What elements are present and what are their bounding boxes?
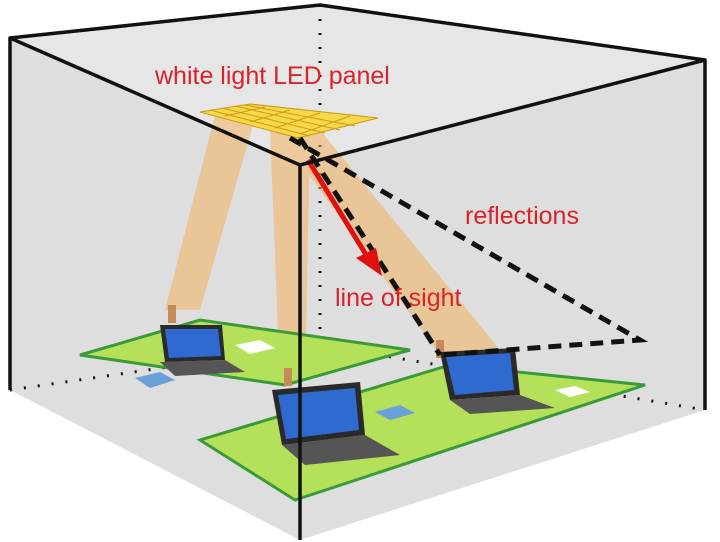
line-of-sight-arrow	[305, 158, 382, 276]
led-panel	[199, 103, 379, 139]
room-top-face	[10, 5, 705, 165]
laptop-left	[160, 325, 245, 376]
receiver-mid	[284, 368, 292, 386]
label-led-panel: white light LED panel	[154, 62, 390, 90]
papers	[135, 340, 590, 420]
label-reflections: reflections	[465, 202, 579, 230]
reflection-paths	[288, 135, 649, 358]
receiver-left	[168, 305, 176, 323]
receiver-right	[436, 340, 444, 358]
laptop-right	[440, 348, 555, 414]
label-line-of-sight: line of sight	[335, 284, 462, 312]
desk-right	[196, 363, 646, 502]
room-edges	[8, 3, 707, 540]
